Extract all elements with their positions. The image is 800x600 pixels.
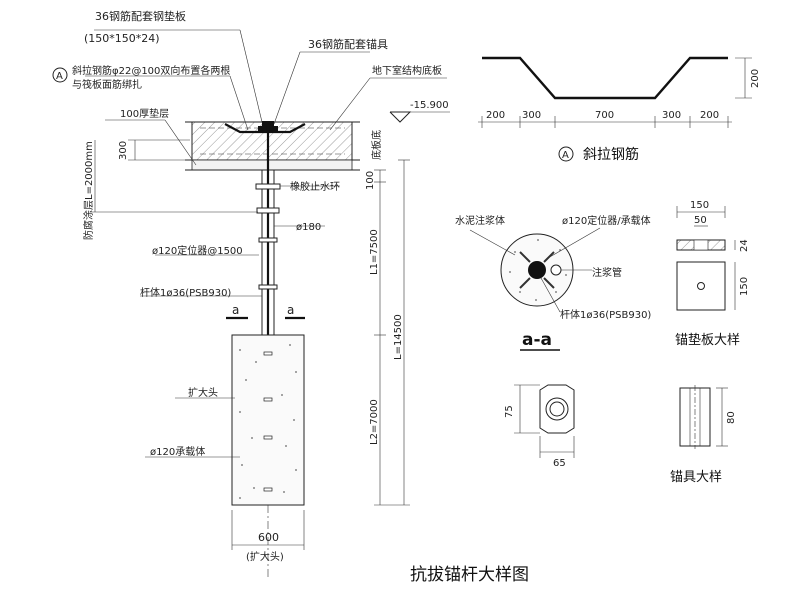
water-ring-label: 橡胶止水环	[290, 180, 340, 193]
plate-dim-24: 24	[739, 239, 750, 252]
anchor-nut-drawing	[514, 384, 575, 458]
anchor-side-drawing	[679, 385, 728, 449]
plate-detail-title: 锚垫板大样	[675, 332, 740, 348]
pipe-label: 注浆管	[592, 266, 622, 279]
section-aa-drawing	[500, 233, 574, 307]
L2-label: L2=7000	[369, 399, 380, 445]
rebar-marker-circle	[558, 146, 574, 162]
rod-label: 杆体1ø36(PSB930)	[140, 287, 231, 299]
anchorage-head	[262, 121, 274, 127]
L1-label: L1=7500	[369, 229, 380, 275]
enlarged-head-label: 扩大头	[188, 386, 218, 399]
length-dimensions	[374, 159, 410, 506]
rebar-dim-height: 200	[750, 69, 761, 88]
plate-size-label: (150*150*24)	[84, 32, 160, 45]
width-dimension	[231, 510, 305, 550]
section-locator-label: ø120定位器/承载体	[562, 214, 651, 227]
slab-dimensions	[90, 139, 258, 213]
d180-label: ø180	[296, 222, 321, 233]
elevation-marker	[389, 111, 450, 123]
elevation-label: -15.900	[410, 100, 449, 111]
marker-a-circle	[52, 67, 68, 83]
leaders	[85, 29, 447, 458]
section-a-left: a	[232, 303, 239, 317]
basement-slab-label: 地下室结构底板	[372, 64, 442, 77]
anticorrosion-label: 防腐涂层L=2000mm	[82, 141, 95, 240]
section-aa-title: a-a	[522, 330, 552, 350]
rebar-detail-shape	[478, 56, 752, 128]
plate-dim-50: 50	[694, 215, 707, 226]
plate-rebar-label: 36钢筋配套钢垫板	[95, 9, 186, 23]
section-rod-label: 杆体1ø36(PSB930)	[560, 309, 651, 321]
plate-dim-150-top: 150	[690, 200, 709, 211]
diag-rebar-label-2: 与筏板面筋绑扎	[72, 78, 142, 91]
rebar-dim-4: 300	[662, 110, 681, 121]
cushion-label: 100厚垫层	[120, 107, 169, 120]
enlarged-head	[231, 334, 305, 506]
width-label: 600	[258, 531, 279, 544]
diag-rebar-label-1: 斜拉钢筋φ22@100双向布置各两根	[72, 64, 230, 77]
cushion-layer	[185, 159, 360, 171]
locator-label: ø120定位器@1500	[152, 244, 243, 257]
rebar-dim-3: 700	[595, 110, 614, 121]
anchorage-label: 36钢筋配套锚具	[308, 37, 388, 51]
width-note: (扩大头)	[246, 550, 284, 563]
plate-detail-drawing	[676, 206, 736, 311]
slab-bottom-label: 底板底	[370, 130, 383, 160]
rebar-dim-2: 300	[522, 110, 541, 121]
marker-a: A	[56, 71, 63, 82]
water-stop-ring-2	[256, 207, 280, 214]
dim-300: 300	[118, 141, 129, 160]
rebar-dim-1: 200	[486, 110, 505, 121]
water-stop-ring	[255, 183, 281, 190]
anchor-dim-80: 80	[726, 411, 737, 424]
anchor-dim-65: 65	[553, 458, 566, 469]
plate-dim-150-side: 150	[739, 277, 750, 296]
L-label: L=14500	[393, 314, 404, 360]
dim-100: 100	[365, 171, 376, 190]
section-a-right: a	[287, 303, 294, 317]
main-title: 抗拔锚杆大样图	[410, 565, 529, 585]
anchor-detail-title: 锚具大样	[670, 470, 722, 485]
carrier-label: ø120承载体	[150, 446, 205, 458]
anchor-dim-75: 75	[504, 405, 515, 418]
rebar-marker: A	[562, 150, 569, 161]
rebar-dim-5: 200	[700, 110, 719, 121]
grout-label: 水泥注浆体	[455, 214, 505, 227]
section-aa-leaders	[469, 227, 601, 313]
locators	[258, 237, 278, 290]
rebar-detail-title: 斜拉钢筋	[583, 146, 639, 163]
